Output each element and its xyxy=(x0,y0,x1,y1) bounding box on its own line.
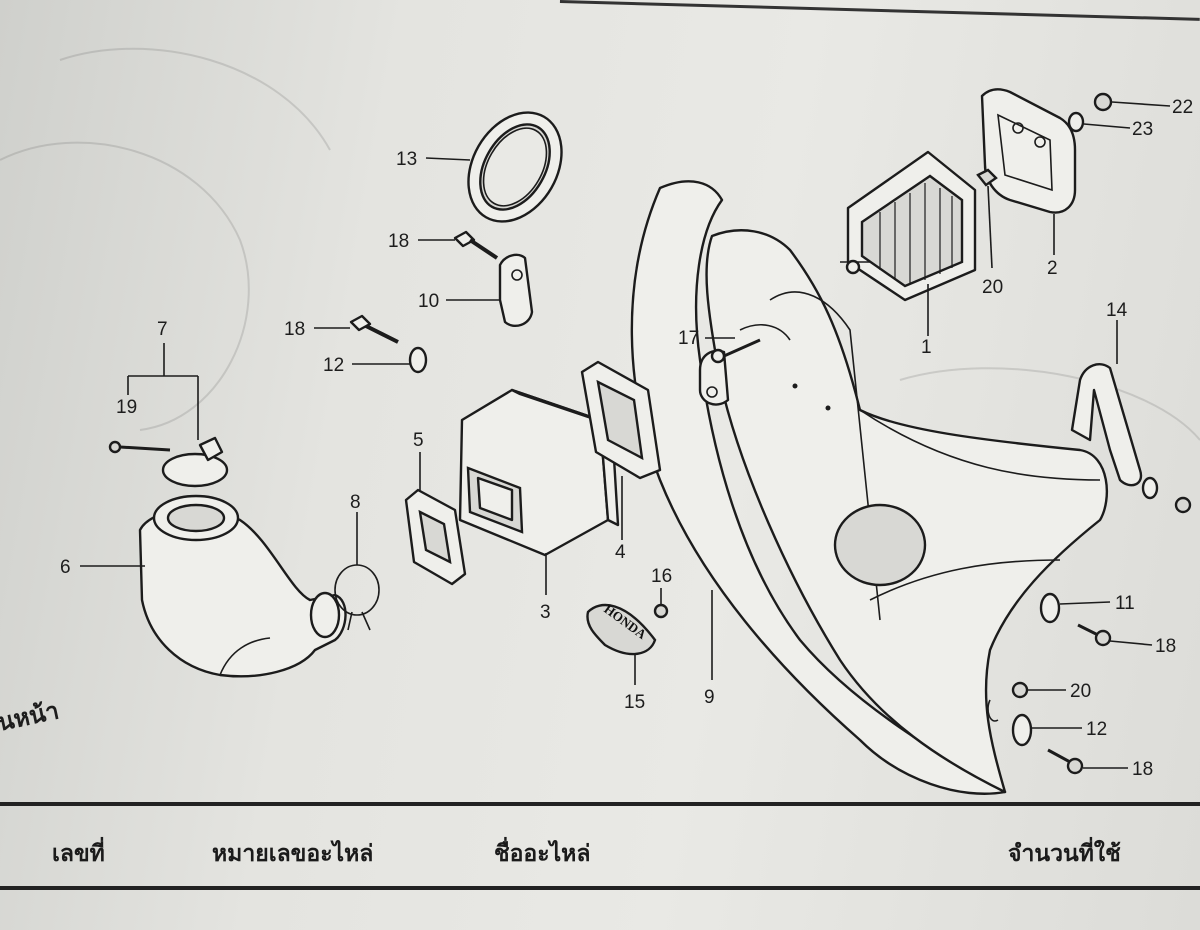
part-18-bolt-b xyxy=(349,314,399,344)
part-4-gasket xyxy=(580,360,662,480)
faint-background-sketch xyxy=(0,47,1200,441)
callout-3: 3 xyxy=(540,602,551,623)
callout-12b: 12 xyxy=(1086,719,1107,740)
part-13-rubber-ring xyxy=(467,111,563,223)
callout-9: 9 xyxy=(704,687,715,708)
callout-18d: 18 xyxy=(1132,759,1153,780)
part-9-air-cleaner-case xyxy=(630,180,1108,795)
part-15-honda-emblem: HONDA xyxy=(586,601,657,656)
callout-16: 16 xyxy=(651,566,672,587)
part-18-bolt-c xyxy=(1077,623,1112,647)
callout-14: 14 xyxy=(1106,300,1128,321)
callout-19: 19 xyxy=(116,397,137,418)
leader-lines xyxy=(80,101,1171,769)
part-18-bolt-a xyxy=(453,230,499,260)
col-part-name-header: ชื่ออะไหล่ xyxy=(494,841,591,867)
part-19-screw xyxy=(108,440,171,454)
part-1-air-filter-element xyxy=(840,150,977,302)
callout-8: 8 xyxy=(350,492,361,513)
callout-numbers: 1 2 3 4 5 6 7 8 9 10 11 12 12 13 14 15 1… xyxy=(60,97,1193,780)
part-18-bolt-d xyxy=(1047,748,1084,775)
callout-11: 11 xyxy=(1115,593,1135,614)
callout-7: 7 xyxy=(157,319,168,340)
callout-20a: 20 xyxy=(982,277,1003,298)
callout-20b: 20 xyxy=(1070,681,1091,702)
callout-2: 2 xyxy=(1047,258,1058,279)
callout-10: 10 xyxy=(418,291,439,312)
callout-18a: 18 xyxy=(388,231,409,252)
col-quantity-header: จำนวนที่ใช้ xyxy=(1008,841,1121,867)
part-20-nut-a xyxy=(976,168,998,187)
part-23-washer xyxy=(1067,111,1085,133)
callout-23: 23 xyxy=(1132,119,1153,140)
callout-17: 17 xyxy=(678,328,699,349)
part-2-filter-cover xyxy=(980,88,1077,214)
part-5-seal xyxy=(404,488,467,586)
part-6-connecting-tube xyxy=(138,494,347,678)
callout-15: 15 xyxy=(624,692,645,713)
part-10-bracket xyxy=(498,253,534,327)
part-11-washer xyxy=(1039,592,1061,624)
callout-18b: 18 xyxy=(284,319,305,340)
part-12-washer-a xyxy=(408,346,428,374)
part-7-tube-band xyxy=(161,436,229,488)
part-22-nut xyxy=(1093,92,1113,112)
callout-6: 6 xyxy=(60,557,71,578)
part-3-resonator xyxy=(458,388,620,557)
callout-13: 13 xyxy=(396,149,417,170)
callout-1: 1 xyxy=(921,337,932,358)
part-17-bolt xyxy=(710,338,761,364)
col-part-number-header: หมายเลขอะไหล่ xyxy=(212,841,374,867)
callout-4: 4 xyxy=(615,542,626,563)
partial-washer-right xyxy=(1141,476,1192,514)
callout-18c: 18 xyxy=(1155,636,1176,657)
exploded-parts-diagram: HONDA xyxy=(0,47,1200,795)
callout-12a: 12 xyxy=(323,355,344,376)
parts-table-header: เลขที่ หมายเลขอะไหล่ ชื่ออะไหล่ จำนวนที่… xyxy=(0,802,1200,890)
part-20-nut-b xyxy=(1011,681,1029,699)
col-number-header: เลขที่ xyxy=(52,841,105,867)
side-label-front: นหน้า xyxy=(0,696,61,736)
part-14-strap xyxy=(1070,363,1143,487)
callout-5: 5 xyxy=(413,430,424,451)
callout-22: 22 xyxy=(1172,97,1193,118)
part-12-washer-b xyxy=(1011,713,1033,747)
part-16-nut xyxy=(653,603,669,619)
